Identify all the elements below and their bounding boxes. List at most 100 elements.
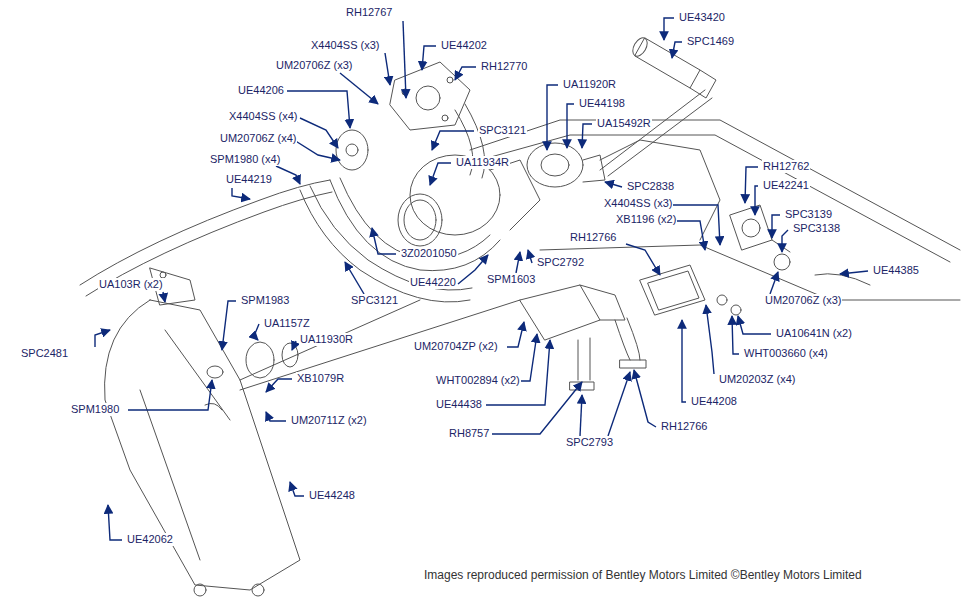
- part-number: UE44438: [435, 398, 483, 411]
- part-number: XB1196 (x2): [615, 213, 677, 226]
- part-number: UE42241: [762, 179, 810, 192]
- leader-arrow: [547, 85, 558, 150]
- leader-arrow: [772, 215, 780, 238]
- part-number: UE44385: [872, 264, 920, 277]
- leader-arrow: [528, 250, 532, 263]
- part-number: UE43420: [678, 11, 726, 24]
- part-number: SPC3139: [784, 208, 833, 221]
- part-number: UM20203Z (x4): [718, 373, 796, 386]
- part-number: RH12770: [480, 60, 528, 73]
- leader-arrow: [567, 104, 574, 148]
- part-number: WHT003660 (x4): [743, 347, 829, 360]
- leader-arrow: [292, 341, 296, 350]
- leader-arrow: [608, 372, 630, 436]
- part-number: UM20706Z (x4): [219, 132, 297, 145]
- part-number: RH12762: [762, 160, 810, 173]
- part-number: UE44206: [237, 84, 285, 97]
- part-number: SPM1980: [70, 403, 120, 416]
- leader-arrow: [519, 334, 537, 381]
- part-number: UA11920R: [562, 78, 617, 91]
- leader-arrow: [345, 262, 364, 294]
- part-number: UM20711Z (x2): [290, 414, 368, 427]
- leader-arrow: [163, 292, 165, 302]
- leader-arrow: [672, 205, 720, 245]
- leader-arrow: [266, 412, 286, 421]
- part-number: SPC3121: [478, 124, 527, 137]
- leader-arrow: [266, 379, 292, 392]
- part-number: WHT002894 (x2): [435, 374, 521, 387]
- leader-arrow: [276, 166, 300, 184]
- part-number: RH12767: [345, 6, 393, 19]
- leader-arrow: [254, 324, 259, 340]
- part-number: XB1079R: [296, 372, 345, 385]
- part-number: RH12766: [660, 420, 708, 433]
- part-number: SPM1983: [240, 294, 290, 307]
- leader-arrow: [770, 272, 778, 294]
- part-number: X4404SS (x3): [603, 197, 673, 210]
- leader-arrow: [108, 505, 122, 540]
- leader-arrow: [626, 244, 660, 275]
- part-number: UE44220: [409, 276, 457, 289]
- leader-arrow: [738, 316, 771, 334]
- part-number: SPC2793: [565, 436, 614, 449]
- leader-arrow: [232, 188, 250, 199]
- part-number: UA10641N (x2): [775, 327, 853, 340]
- leader-arrow: [403, 21, 406, 98]
- leader-arrow: [458, 255, 488, 284]
- leader-arrow: [290, 482, 304, 496]
- part-number: UM20706Z (x3): [764, 294, 842, 307]
- copyright-caption: Images reproduced permission of Bentley …: [424, 568, 862, 582]
- leader-arrow: [385, 53, 390, 85]
- part-number: SPC2838: [626, 180, 675, 193]
- leader-arrow: [432, 131, 474, 150]
- leader-arrow: [294, 140, 340, 160]
- part-number: UA11934R: [455, 156, 510, 169]
- leader-arrow: [455, 67, 476, 80]
- part-number: SPM1980 (x4): [209, 153, 281, 166]
- leader-arrow: [672, 42, 682, 58]
- part-number: SPC3138: [792, 222, 841, 235]
- leader-arrow: [222, 301, 236, 350]
- part-number: RH8757: [448, 427, 490, 440]
- part-number: 3Z0201050: [400, 247, 458, 260]
- leader-arrow: [516, 252, 520, 273]
- leader-arrow: [634, 370, 656, 427]
- leader-arrow: [840, 271, 868, 274]
- part-number: UM20706Z (x3): [275, 59, 353, 72]
- leader-arrow: [745, 167, 758, 203]
- leader-arrow: [422, 46, 436, 70]
- part-number: RH12766: [569, 231, 617, 244]
- part-number: UE44198: [578, 97, 626, 110]
- leader-arrow: [732, 316, 739, 354]
- leader-arrow: [300, 118, 338, 148]
- leader-arrow: [492, 382, 582, 434]
- leader-arrow: [782, 230, 788, 252]
- leader-arrow: [128, 380, 212, 410]
- leader-arrow: [664, 18, 674, 40]
- part-number: SPC3121: [350, 294, 399, 307]
- part-number: UM20704ZP (x2): [413, 340, 499, 353]
- leader-arrow: [372, 228, 396, 254]
- part-number: UE42062: [126, 533, 174, 546]
- leader-arrow: [706, 305, 714, 374]
- leader-arrow: [582, 124, 592, 148]
- leader-arrow: [95, 330, 110, 347]
- part-number: UA103R (x2): [98, 278, 164, 291]
- part-number: UA1157Z: [263, 317, 311, 330]
- leader-arrow: [682, 320, 686, 402]
- part-number: SPC2792: [536, 256, 585, 269]
- part-number: UE44202: [440, 39, 488, 52]
- part-number: UE44208: [690, 395, 738, 408]
- leader-arrow: [605, 182, 622, 187]
- part-number: X4404SS (x4): [228, 110, 298, 123]
- leader-arrow: [755, 186, 758, 215]
- part-number: SPC1469: [686, 35, 735, 48]
- leader-arrow: [430, 163, 451, 185]
- part-number: UE44219: [225, 173, 273, 186]
- part-number: UA11930R: [299, 333, 354, 346]
- part-number: SPM1603: [486, 273, 536, 286]
- part-number: UA15492R: [596, 117, 652, 130]
- leader-arrow: [340, 73, 378, 104]
- part-number: UE44248: [308, 489, 356, 502]
- part-number: X4404SS (x3): [310, 39, 380, 52]
